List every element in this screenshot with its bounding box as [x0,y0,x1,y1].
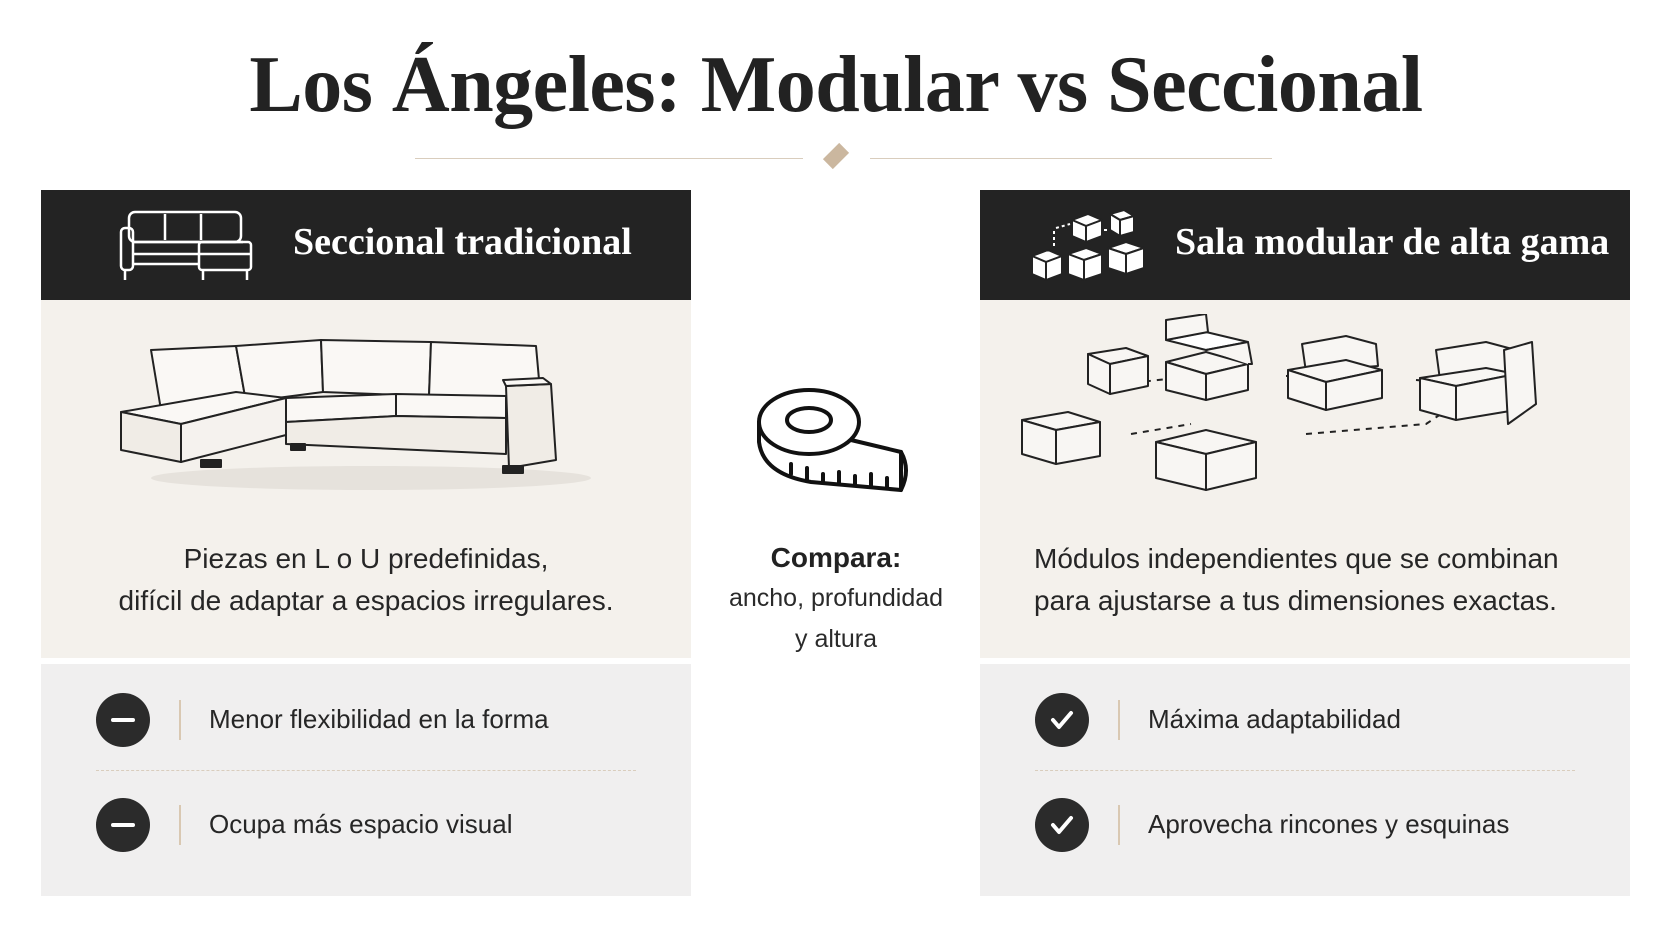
list-item: Menor flexibilidad en la forma [96,690,646,750]
minus-icon [96,798,150,852]
check-icon [1035,693,1089,747]
description-line: Piezas en L o U predefinidas, [183,543,549,574]
item-divider [1118,700,1120,740]
description-line: difícil de adaptar a espacios irregulare… [118,585,614,616]
description-line: Módulos independientes que se combinan [1034,543,1559,574]
minus-icon [96,693,150,747]
modular-blocks-icon [1031,209,1145,281]
modular-sofa-panel: Sala modular de alta gama Módulos indepe… [980,190,1630,896]
sectional-sofa-icon [119,210,253,280]
modular-sofa-illustration [1021,314,1537,491]
panel-description: Módulos independientes que se combinan p… [1034,538,1614,622]
title-divider-right [870,158,1272,159]
page-title: Los Ángeles: Modular vs Seccional [249,41,1423,129]
compare-line: ancho, profundidad [728,584,944,612]
panel-description: Piezas en L o U predefinidas, difícil de… [41,538,691,622]
item-divider [179,700,181,740]
item-divider [1118,805,1120,845]
drawbacks-list: Menor flexibilidad en la forma Ocupa más… [41,664,691,896]
compare-text: ancho, profundidad y altura [700,578,972,660]
dashed-separator [1035,770,1575,771]
advantages-list: Máxima adaptabilidad Aprovecha rincones … [980,664,1630,896]
list-item: Máxima adaptabilidad [1035,690,1585,750]
description-line: para ajustarse a tus dimensiones exactas… [1034,585,1557,616]
panel-body: Módulos independientes que se combinan p… [980,300,1630,658]
diamond-ornament-icon [822,142,850,170]
panel-header: Sala modular de alta gama [980,190,1630,300]
compare-label: Compara: [770,542,902,573]
compare-line: y altura [795,625,877,653]
title-divider-left [415,158,803,159]
dashed-separator [96,770,636,771]
sectional-sofa-illustration [120,339,591,490]
list-item-text: Máxima adaptabilidad [1148,704,1401,734]
panel-body: Piezas en L o U predefinidas, difícil de… [41,300,691,658]
check-icon [1035,798,1089,852]
comparison-note: Compara: ancho, profundidad y altura [700,380,972,660]
list-item: Ocupa más espacio visual [96,795,646,855]
list-item-text: Menor flexibilidad en la forma [209,704,549,734]
list-item-text: Ocupa más espacio visual [209,809,513,839]
measuring-tape-icon [757,388,908,492]
item-divider [179,805,181,845]
traditional-sectional-panel: Seccional tradicional Piezas en L o U pr… [41,190,691,896]
panel-title: Seccional tradicional [293,221,632,263]
panel-title: Sala modular de alta gama [1175,221,1610,263]
list-item-text: Aprovecha rincones y esquinas [1148,809,1510,839]
list-item: Aprovecha rincones y esquinas [1035,795,1585,855]
panel-header: Seccional tradicional [41,190,691,300]
